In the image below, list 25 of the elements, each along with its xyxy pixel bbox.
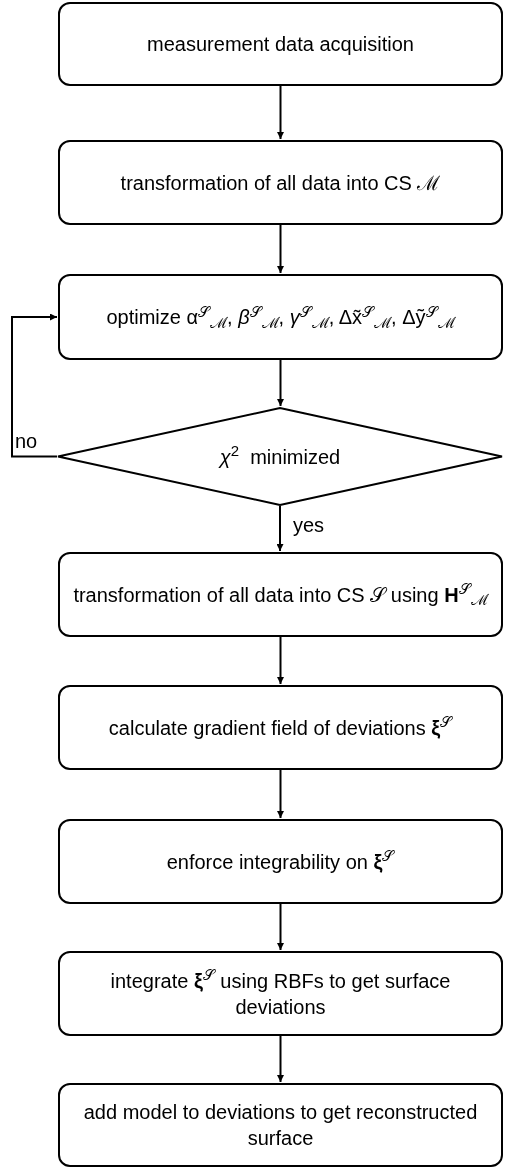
arrow [11,313,58,458]
process-box [58,685,503,770]
arrow [277,636,284,685]
step-text: measurement data acquisition [147,32,414,57]
arrow [277,85,284,140]
arrow [277,1035,284,1083]
process-box [58,274,503,360]
step-text: calculate gradient field of deviations ξ$^{𝒮}$ [108,714,453,741]
arrow [277,224,284,274]
arrow [277,769,284,819]
step-text: add model to deviations to get reconstructed surface [82,1100,479,1151]
process-box [58,951,503,1036]
process-box [58,552,503,637]
arrow [276,505,284,552]
process-box [58,819,503,904]
step-text: enforce integrability on ξ$^{𝒮}$ [166,848,395,875]
step-text: integrate ξ$^{𝒮}$ using RBFs to get surface deviations [109,967,452,1020]
step-text: χ$^{2}$ minimized [219,443,341,470]
decision-diamond [57,407,503,506]
arrow [277,359,284,407]
arrow [277,903,284,951]
process-box [58,140,503,225]
process-box [58,1083,503,1167]
step-text: transformation of all data into CS ℳ [120,170,441,196]
process-box [58,2,503,86]
